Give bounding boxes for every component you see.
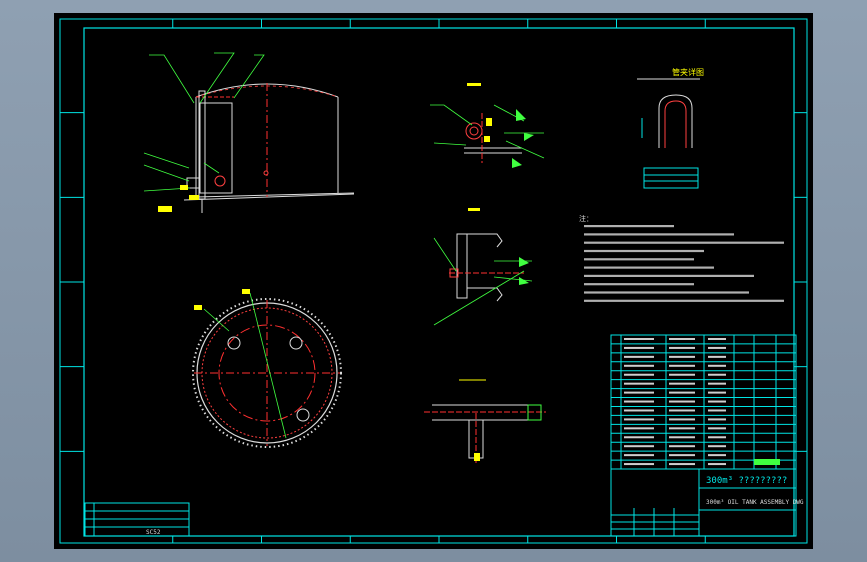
drawing-title-en: 300m³ OIL TANK ASSEMBLY DWG	[706, 499, 804, 506]
notes-label: 注：	[579, 214, 593, 223]
zone-ticks	[60, 19, 807, 543]
revision-block: SC52	[84, 502, 190, 537]
detail-title: 管夹详图	[672, 67, 704, 77]
cad-drawing-viewport[interactable]: 管夹详图 注：	[54, 13, 813, 549]
detail-a-view	[430, 83, 545, 168]
tank-plan-view	[192, 289, 342, 448]
title-block: 300m³ ????????? 300m³ OIL TANK ASSEMBLY …	[610, 468, 804, 537]
scale-text: SC52	[146, 529, 161, 536]
detail-c-view	[424, 379, 546, 463]
drawing-title-cn: 300m³ ?????????	[706, 476, 787, 486]
tank-elevation-view	[143, 52, 355, 213]
cad-drawing-canvas: 管夹详图 注：	[59, 18, 808, 544]
detail-b-view	[433, 208, 533, 326]
technical-notes: 注：	[579, 214, 784, 302]
pipe-clamp-detail: 管夹详图	[637, 67, 704, 189]
parts-list-table	[610, 334, 797, 470]
